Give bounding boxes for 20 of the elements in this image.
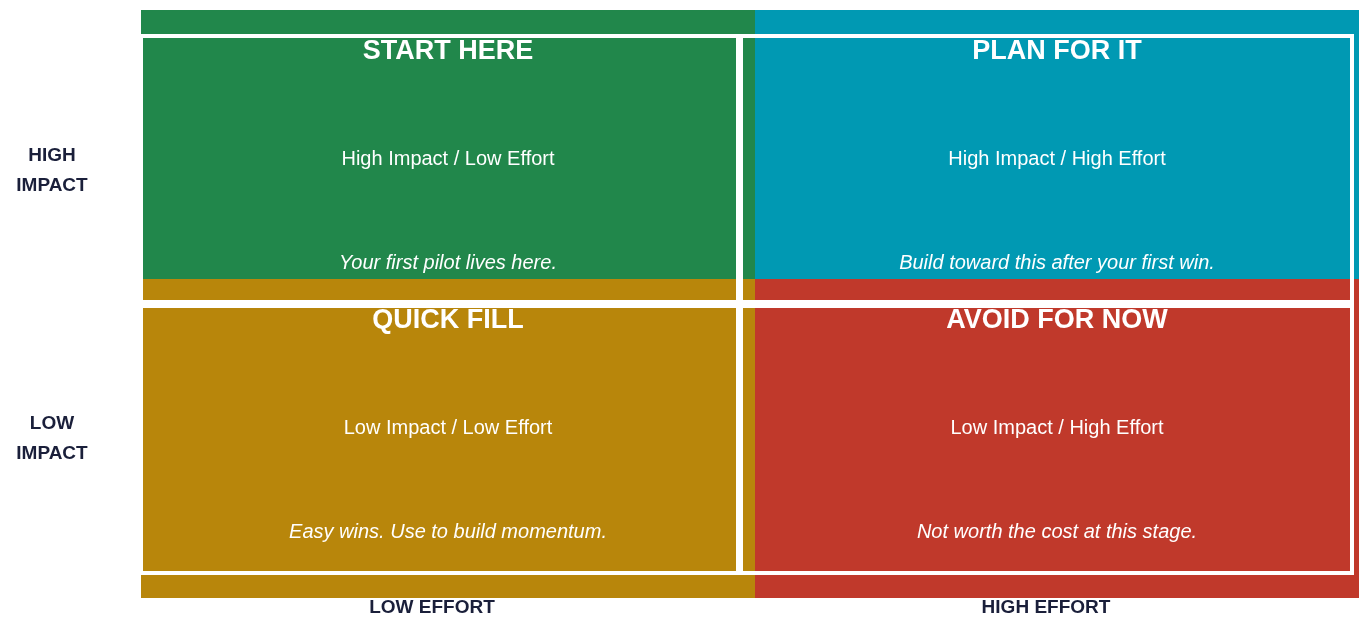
quadrant-subtitle: High Impact / High Effort: [947, 146, 1167, 170]
quadrant-subtitle: Low Impact / Low Effort: [342, 415, 554, 439]
quadrant-title: PLAN FOR IT: [971, 34, 1143, 66]
quadrant-panel: [141, 10, 755, 279]
quadrant-note: Build toward this after your first win.: [898, 250, 1216, 274]
axis-label: HIGH EFFORT: [980, 595, 1112, 619]
axis-label: HIGH IMPACT: [15, 143, 89, 197]
quadrant-note: Not worth the cost at this stage.: [915, 519, 1199, 543]
axis-label: LOW EFFORT: [368, 595, 496, 619]
quadrant-title: AVOID FOR NOW: [945, 303, 1169, 335]
quadrant-note: Easy wins. Use to build momentum.: [288, 519, 608, 543]
quadrant-panel: [755, 279, 1359, 598]
quadrant-subtitle: High Impact / Low Effort: [340, 146, 556, 170]
quadrant-title: QUICK FILL: [371, 303, 525, 335]
axis-label: LOW IMPACT: [15, 411, 89, 465]
quadrant-title: START HERE: [361, 34, 535, 66]
quadrant-panel: [755, 10, 1359, 279]
quadrant-subtitle: Low Impact / High Effort: [949, 415, 1165, 439]
quadrant-panel: [141, 279, 755, 598]
quadrant-note: Your first pilot lives here.: [338, 250, 558, 274]
